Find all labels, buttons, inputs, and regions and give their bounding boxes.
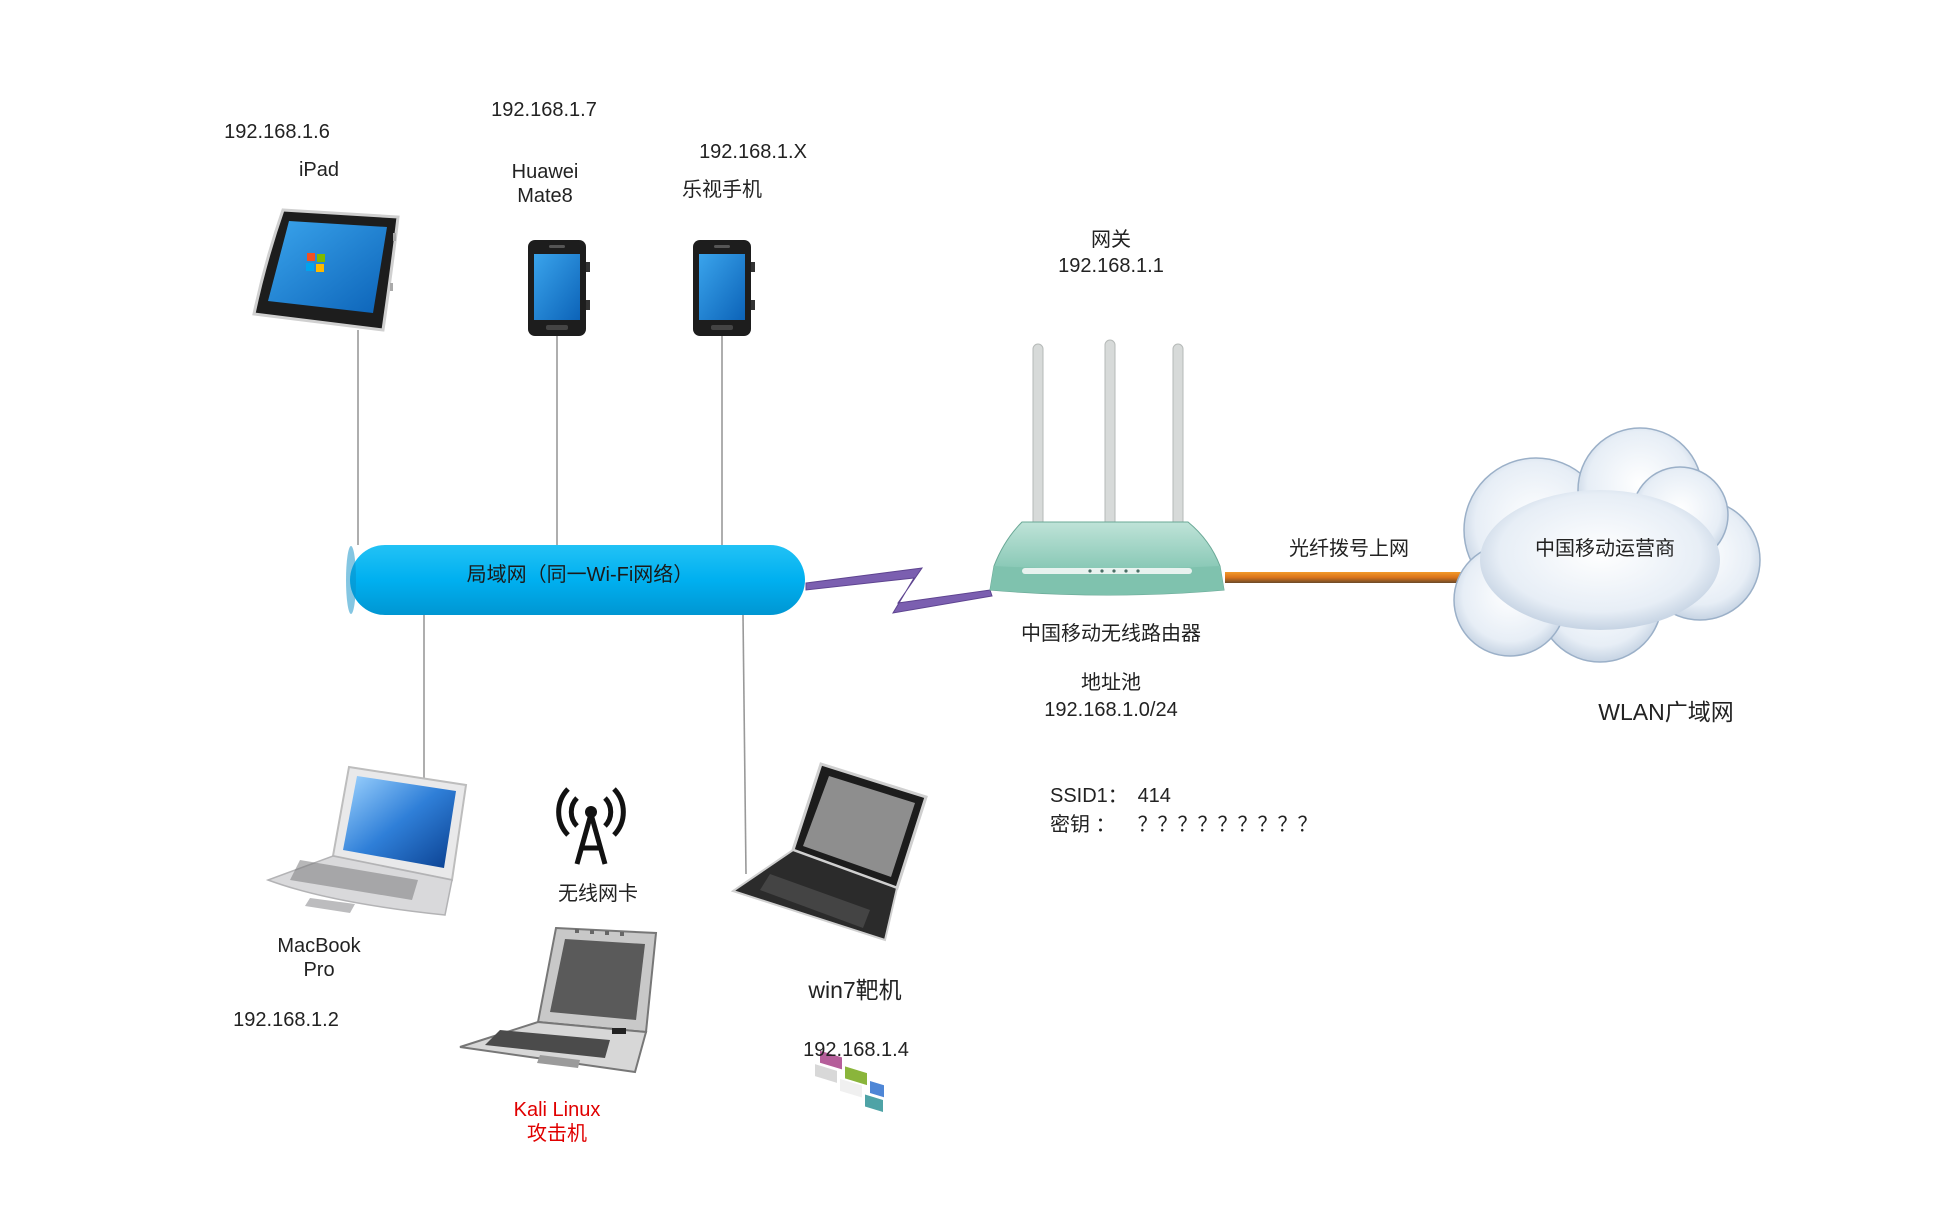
- wifi-antenna-icon: [556, 787, 626, 865]
- router-icon: [989, 339, 1225, 596]
- kali-laptop-icon: [459, 926, 658, 1074]
- win7-name: win7靶机: [808, 977, 902, 1003]
- win7-ip: 192.168.1.4: [803, 1039, 909, 1061]
- password-value: ？？？？？？？？？: [1137, 814, 1318, 836]
- ssid-row: SSID1： 414: [1050, 782, 1318, 811]
- huawei-name-line2: Mate8: [517, 185, 573, 207]
- ipad-icon: [252, 208, 400, 332]
- password-row: 密钥 ： ？？？？？？？？？: [1050, 811, 1318, 840]
- ssid-key: SSID1：: [1050, 785, 1128, 807]
- huawei-phone-icon: [528, 240, 590, 336]
- connection-lines: [357, 330, 747, 875]
- ssid-value: 414: [1137, 785, 1171, 807]
- letv-ip: 192.168.1.X: [699, 141, 807, 163]
- letv-phone-icon: [693, 240, 755, 336]
- pool-title: 地址池: [1081, 672, 1141, 694]
- wireless-link-bolt: [805, 567, 993, 614]
- macbook-icon: [265, 765, 468, 916]
- lan-bus: [346, 545, 805, 615]
- macbook-ip: 192.168.1.2: [233, 1009, 339, 1031]
- pool-range: 192.168.1.0/24: [1044, 699, 1178, 721]
- kali-name-line2: 攻击机: [527, 1123, 587, 1145]
- macbook-name-line1: MacBook: [277, 935, 361, 957]
- ipad-name: iPad: [298, 159, 340, 181]
- kali-name-line1: Kali Linux: [513, 1099, 601, 1121]
- huawei-name-line1: Huawei: [511, 161, 579, 183]
- ipad-ip: 192.168.1.6: [224, 121, 330, 143]
- huawei-ip: 192.168.1.7: [491, 99, 597, 121]
- macbook-name-line2: Pro: [303, 959, 335, 981]
- macbook-name: MacBook Pro: [277, 934, 360, 982]
- router-name: 中国移动无线路由器: [1021, 623, 1201, 645]
- fiber-uplink-line: [1225, 572, 1461, 583]
- win7-laptop-icon: [730, 762, 928, 1112]
- kali-name: Kali Linux 攻击机: [514, 1098, 601, 1146]
- cloud-label: 中国移动运营商: [1535, 538, 1675, 560]
- line-win7: [742, 614, 747, 875]
- gateway-ip: 192.168.1.1: [1058, 255, 1164, 277]
- huawei-name: Huawei Mate8: [512, 160, 579, 208]
- cloud-icon: [1453, 427, 1761, 663]
- password-key: 密钥 ：: [1050, 814, 1116, 836]
- letv-name: 乐视手机: [682, 179, 762, 201]
- wifi-card-label: 无线网卡: [558, 883, 638, 905]
- lan-label: 局域网（同一Wi-Fi网络）: [466, 564, 694, 586]
- gateway-title: 网关: [1091, 229, 1131, 251]
- wifi-credentials: SSID1： 414 密钥 ： ？？？？？？？？？: [1050, 782, 1318, 840]
- uplink-label: 光纤拨号上网: [1289, 538, 1409, 560]
- wan-label: WLAN广域网: [1598, 699, 1734, 725]
